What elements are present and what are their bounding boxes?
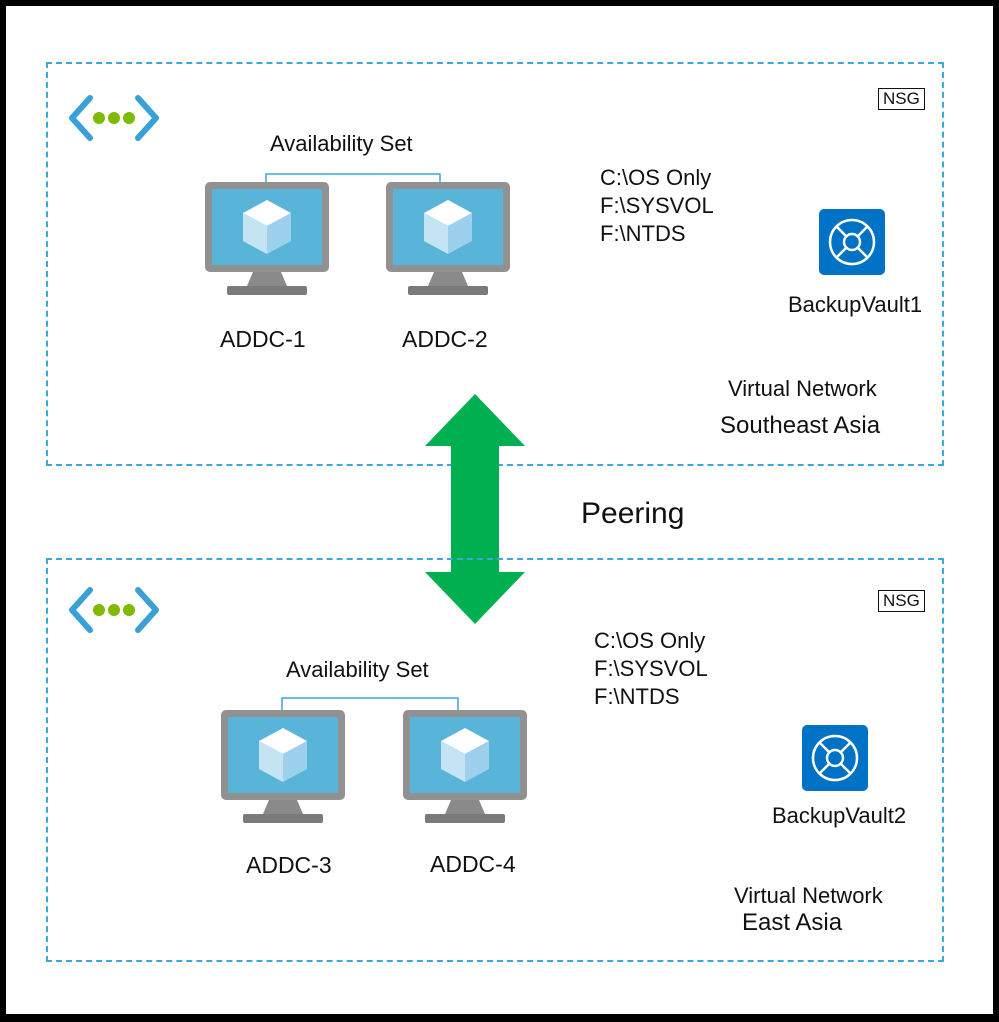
vnet-east-asia bbox=[46, 558, 944, 962]
nsg-badge: NSG bbox=[878, 590, 925, 612]
vm-label-addc-4: ADDC-4 bbox=[430, 851, 516, 877]
virtual-network-icon bbox=[68, 586, 160, 634]
drive-ntds: F:\NTDS bbox=[594, 684, 680, 709]
drive-sysvol: F:\SYSVOL bbox=[594, 656, 708, 681]
region-label: Southeast Asia bbox=[720, 412, 881, 439]
availability-set-label: Availability Set bbox=[286, 657, 429, 682]
drive-sysvol: F:\SYSVOL bbox=[600, 193, 714, 218]
backup-vault-label: BackupVault2 bbox=[772, 803, 907, 828]
virtual-machine-icon bbox=[221, 710, 345, 826]
backup-vault-icon bbox=[819, 209, 885, 275]
region-label: East Asia bbox=[742, 909, 843, 936]
diagram-canvas: NSG Availability Set ADDC-1 ADDC-2 C:\OS… bbox=[6, 6, 993, 1014]
availability-set-connector bbox=[265, 173, 459, 712]
backup-vault-icon bbox=[802, 725, 868, 791]
double-arrow-icon bbox=[425, 394, 525, 624]
backup-vault-label: BackupVault1 bbox=[788, 292, 923, 317]
nsg-badge: NSG bbox=[878, 88, 925, 110]
vm-label-addc-1: ADDC-1 bbox=[220, 326, 306, 352]
drive-list: C:\OS Only F:\SYSVOL F:\NTDS bbox=[600, 164, 714, 248]
vm-label-addc-3: ADDC-3 bbox=[246, 852, 332, 878]
drive-ntds: F:\NTDS bbox=[600, 221, 686, 246]
peering-label: Peering bbox=[581, 497, 685, 530]
drive-list: C:\OS Only F:\SYSVOL F:\NTDS bbox=[594, 627, 708, 711]
drive-c: C:\OS Only bbox=[600, 165, 712, 190]
availability-set-label: Availability Set bbox=[270, 131, 413, 156]
vm-label-addc-2: ADDC-2 bbox=[402, 326, 488, 352]
virtual-machine-icon bbox=[403, 710, 527, 826]
virtual-machine-icon bbox=[386, 182, 510, 298]
virtual-machine-icon bbox=[205, 182, 329, 298]
drive-c: C:\OS Only bbox=[594, 628, 706, 653]
vnet-label: Virtual Network bbox=[734, 883, 883, 908]
vnet-label: Virtual Network bbox=[728, 376, 877, 401]
